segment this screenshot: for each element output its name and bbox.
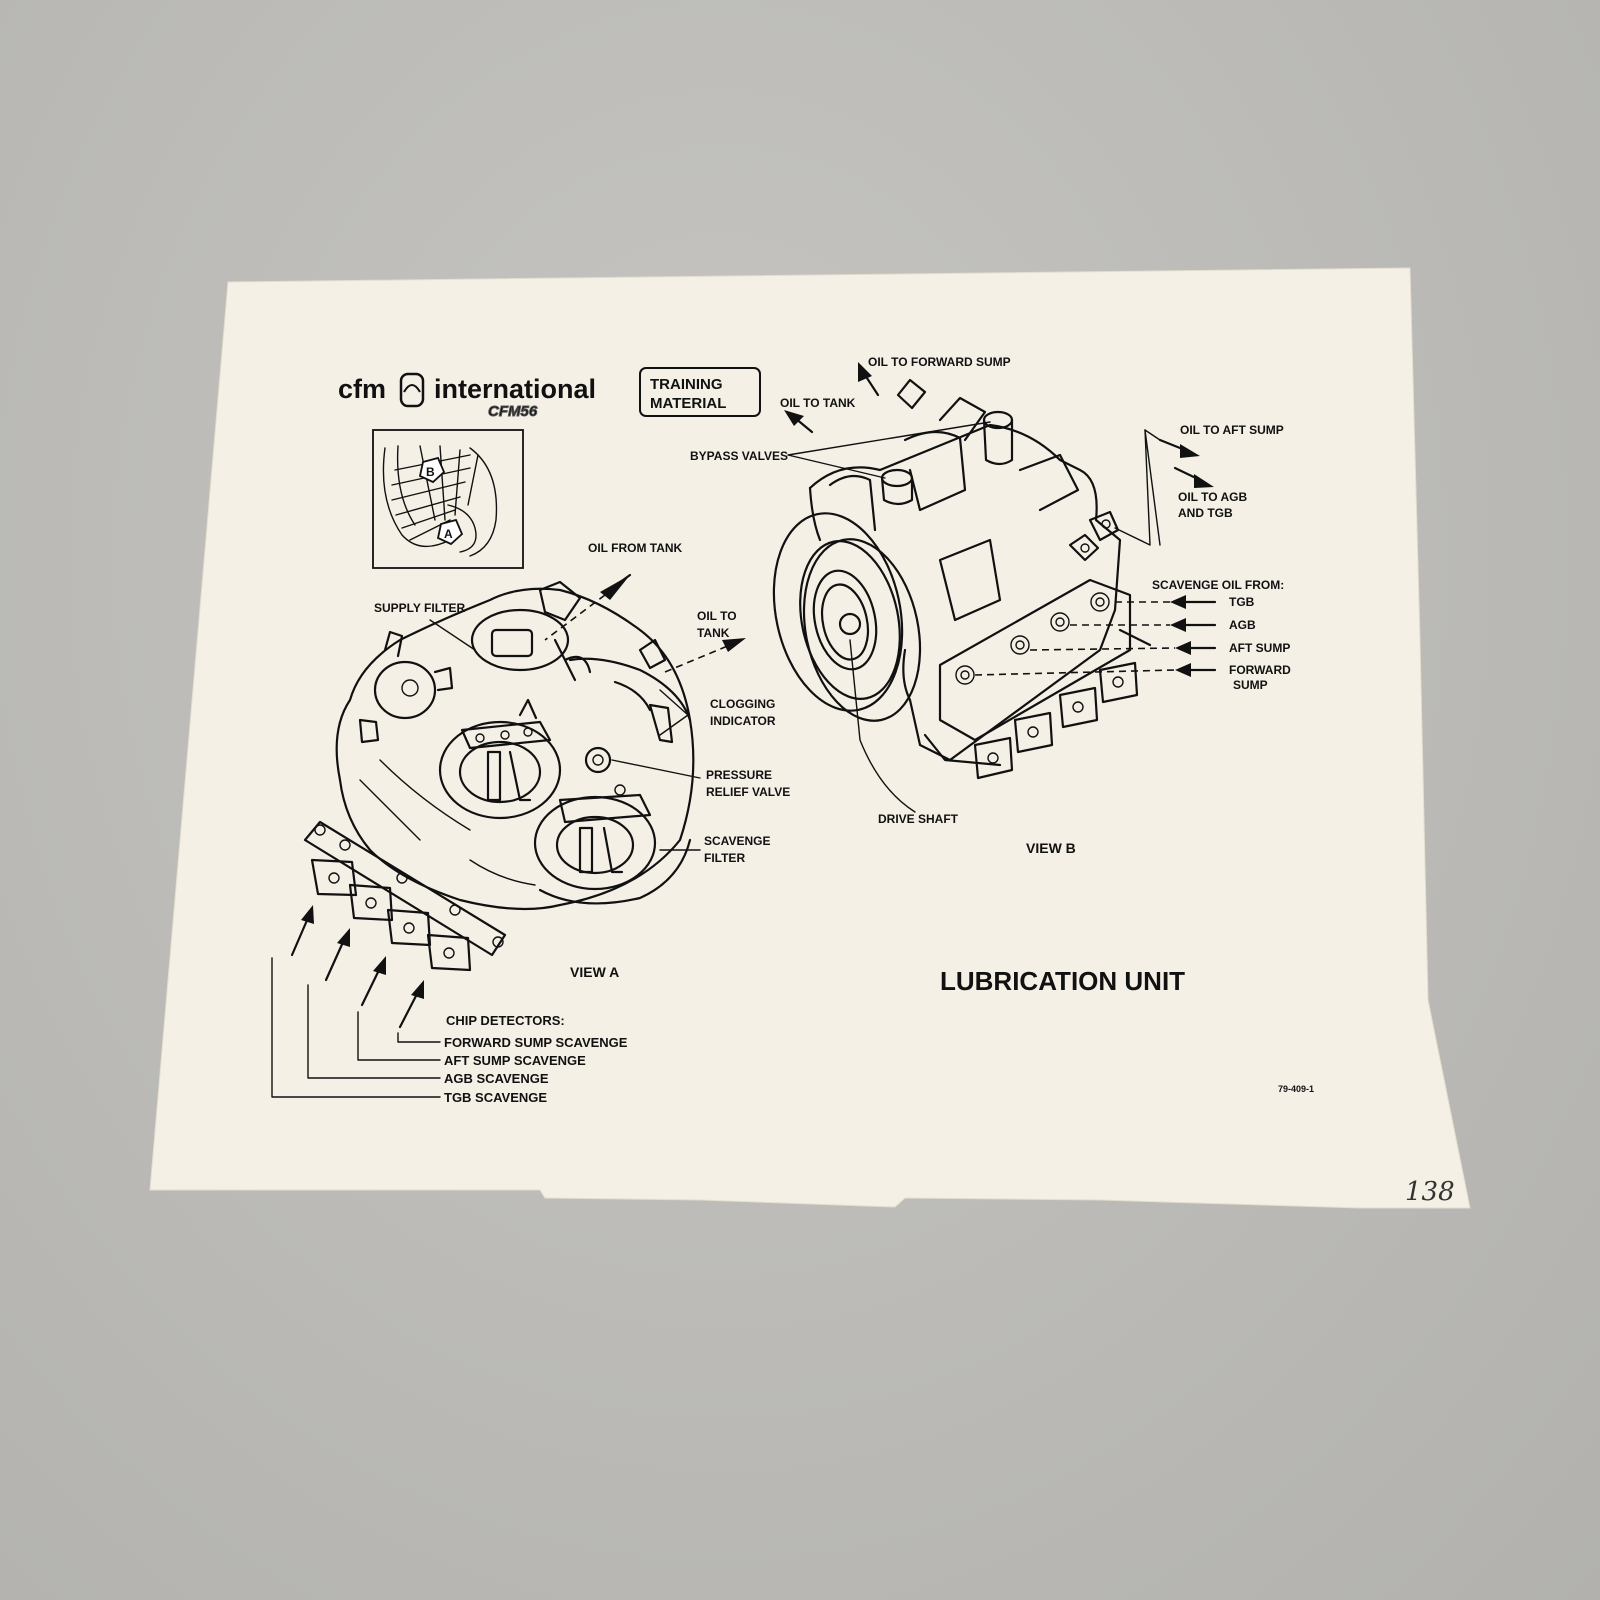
label-drive-shaft: DRIVE SHAFT [878,812,959,826]
stamp-line1: TRAINING [650,376,723,393]
engine-locator-inset: B A [372,429,524,569]
label-oil-to-aft-sump: OIL TO AFT SUMP [1180,423,1284,437]
figure-number: 79-409-1 [1278,1084,1314,1094]
svg-text:A: A [444,527,453,541]
view-b-chip-plugs [973,661,1139,780]
label-scavenge-filter-line2: FILTER [704,851,745,865]
view-b-caption: VIEW B [1026,840,1076,856]
label-oil-to-forward-sump: OIL TO FORWARD SUMP [868,355,1011,369]
handwritten-page-number: 138 [1405,1177,1455,1207]
scavenge-oil-item: AGB [1229,618,1256,632]
chip-detector-plugs [310,858,472,972]
label-pressure-line2: RELIEF VALVE [706,785,790,799]
view-b-labels: OIL TO FORWARD SUMP OIL TO TANK BYPASS V… [690,355,1291,856]
scavenge-oil-heading: SCAVENGE OIL FROM: [1152,578,1284,592]
scavenge-oil-item: SUMP [1233,678,1268,692]
label-scavenge-filter-line1: SCAVENGE [704,834,770,848]
label-oil-from-tank: OIL FROM TANK [588,541,683,555]
chip-detector-item: FORWARD SUMP SCAVENGE [444,1035,628,1050]
label-oil-to-tank-line2: TANK [697,626,730,640]
label-clogging-line2: INDICATOR [710,714,776,728]
view-a-drawing [303,580,695,972]
view-b-callouts [784,362,1217,813]
label-oil-to-agb-line2: AND TGB [1178,506,1233,520]
scavenge-oil-item: FORWARD [1229,663,1291,677]
paper-sheet [149,267,1471,1209]
view-a-caption: VIEW A [570,964,619,980]
chip-detectors-heading: CHIP DETECTORS: [446,1013,565,1028]
page-title: LUBRICATION UNIT [940,966,1185,996]
chip-detector-item: AGB SCAVENGE [444,1071,549,1086]
scavenge-oil-item: AFT SUMP [1229,641,1290,655]
marker-a: A [436,518,464,546]
label-clogging-line1: CLOGGING [710,697,775,711]
view-a-callouts [271,573,746,1098]
view-b-drawing [772,378,1152,780]
brand-left: cfm [338,374,386,404]
training-material-stamp: TRAINING MATERIAL [639,367,761,417]
label-oil-to-tank: OIL TO TANK [780,396,856,410]
label-supply-filter: SUPPLY FILTER [374,601,465,615]
chip-detector-item: TGB SCAVENGE [444,1090,547,1105]
label-pressure-line1: PRESSURE [706,768,772,782]
view-a-labels: OIL FROM TANK SUPPLY FILTER OIL TO TANK … [374,541,790,1105]
label-oil-to-agb-line1: OIL TO AGB [1178,490,1247,504]
chip-detector-item: AFT SUMP SCAVENGE [444,1053,586,1068]
cfm-logo: cfm international CFM56 [338,372,596,421]
svg-text:B: B [426,465,435,479]
stamp-line2: MATERIAL [650,395,726,412]
label-bypass-valves: BYPASS VALVES [690,449,788,463]
label-oil-to-tank-line1: OIL TO [697,609,737,623]
brand-right: international [434,374,596,404]
scavenge-oil-item: TGB [1229,595,1255,609]
marker-b: B [418,456,446,484]
brand-sub: CFM56 [488,403,538,420]
